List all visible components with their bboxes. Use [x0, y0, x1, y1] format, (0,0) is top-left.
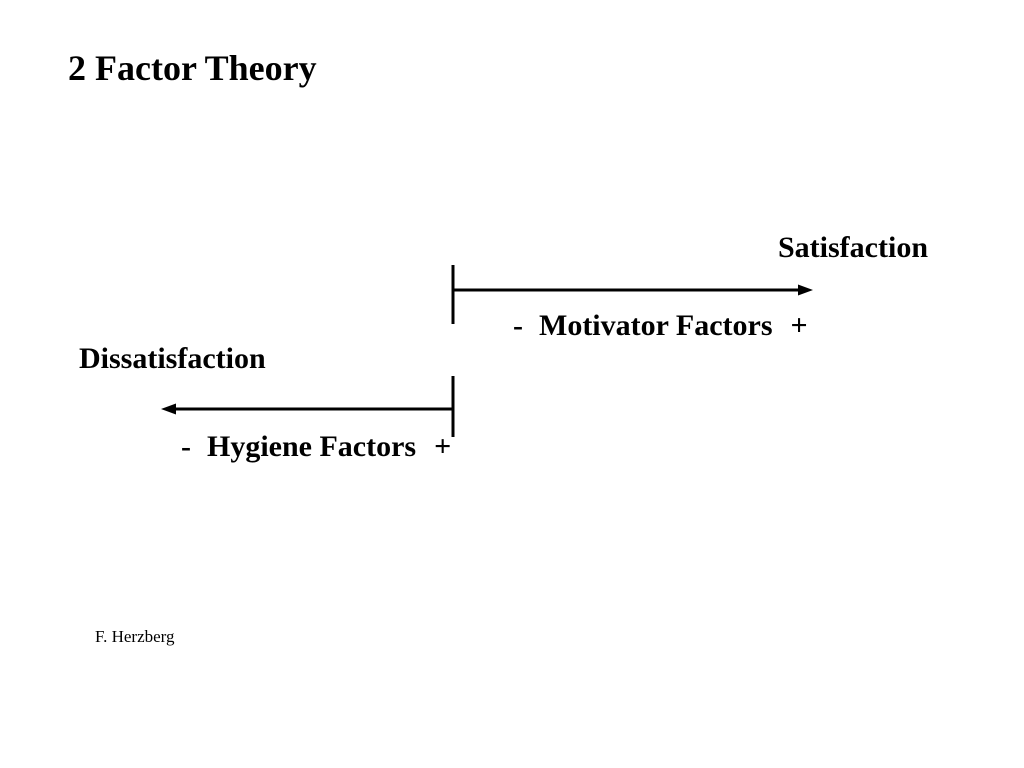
slide-title: 2 Factor Theory [68, 48, 317, 88]
motivator-factors-text: Motivator Factors [539, 309, 773, 342]
motivator-factors-label: -Motivator Factors + [513, 311, 808, 341]
motivator-minus-sign: - [513, 309, 523, 342]
hygiene-plus-sign: + [434, 430, 452, 463]
hygiene-minus-sign: - [181, 430, 191, 463]
hygiene-arrow-head [161, 403, 176, 415]
hygiene-scale [161, 376, 455, 437]
hygiene-factors-text: Hygiene Factors [207, 430, 417, 463]
dissatisfaction-label: Dissatisfaction [79, 342, 266, 375]
satisfaction-label: Satisfaction [778, 231, 928, 264]
motivator-plus-sign: + [790, 309, 808, 342]
motivator-scale [451, 265, 813, 324]
author-credit: F. Herzberg [95, 627, 175, 646]
motivator-arrow-head [798, 284, 813, 296]
hygiene-factors-label: -Hygiene Factors + [181, 432, 451, 462]
